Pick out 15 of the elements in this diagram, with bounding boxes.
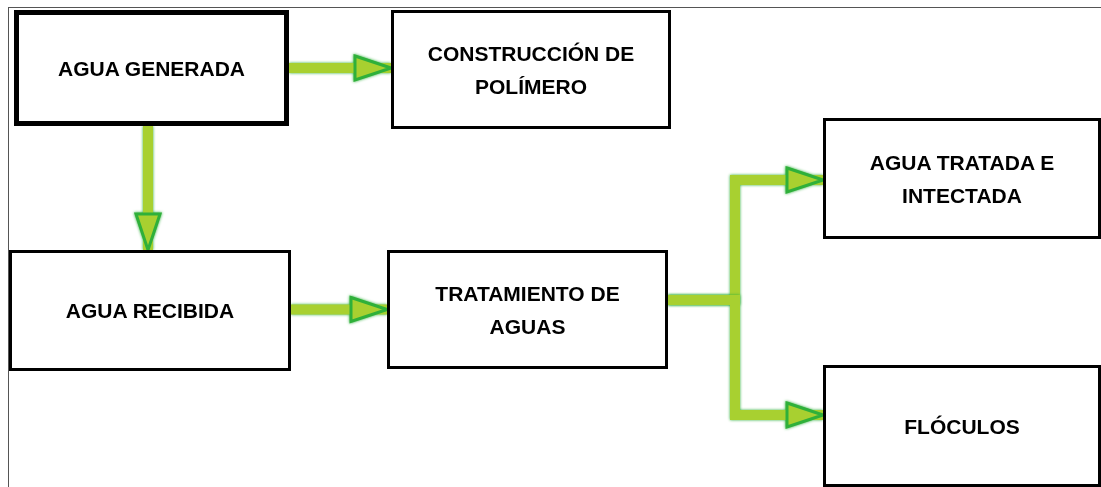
process-box	[391, 10, 671, 129]
box-label: AGUA RECIBIDA	[64, 298, 236, 324]
arrow	[289, 54, 393, 82]
box-label: TRATAMIENTO DE AGUAS	[434, 280, 621, 340]
process-box	[823, 118, 1101, 239]
box-label: CONSTRUCCIÓN DE POLÍMERO	[426, 40, 636, 100]
process-box	[14, 10, 289, 126]
process-box	[823, 365, 1101, 487]
box-label: AGUA GENERADA	[56, 55, 247, 82]
arrow	[134, 126, 162, 252]
process-box	[9, 250, 291, 371]
arrow	[291, 296, 389, 323]
box-label: FLÓCULOS	[903, 413, 1021, 440]
box-label: AGUA TRATADA E INTECTADA	[868, 149, 1056, 209]
process-box	[387, 250, 668, 369]
